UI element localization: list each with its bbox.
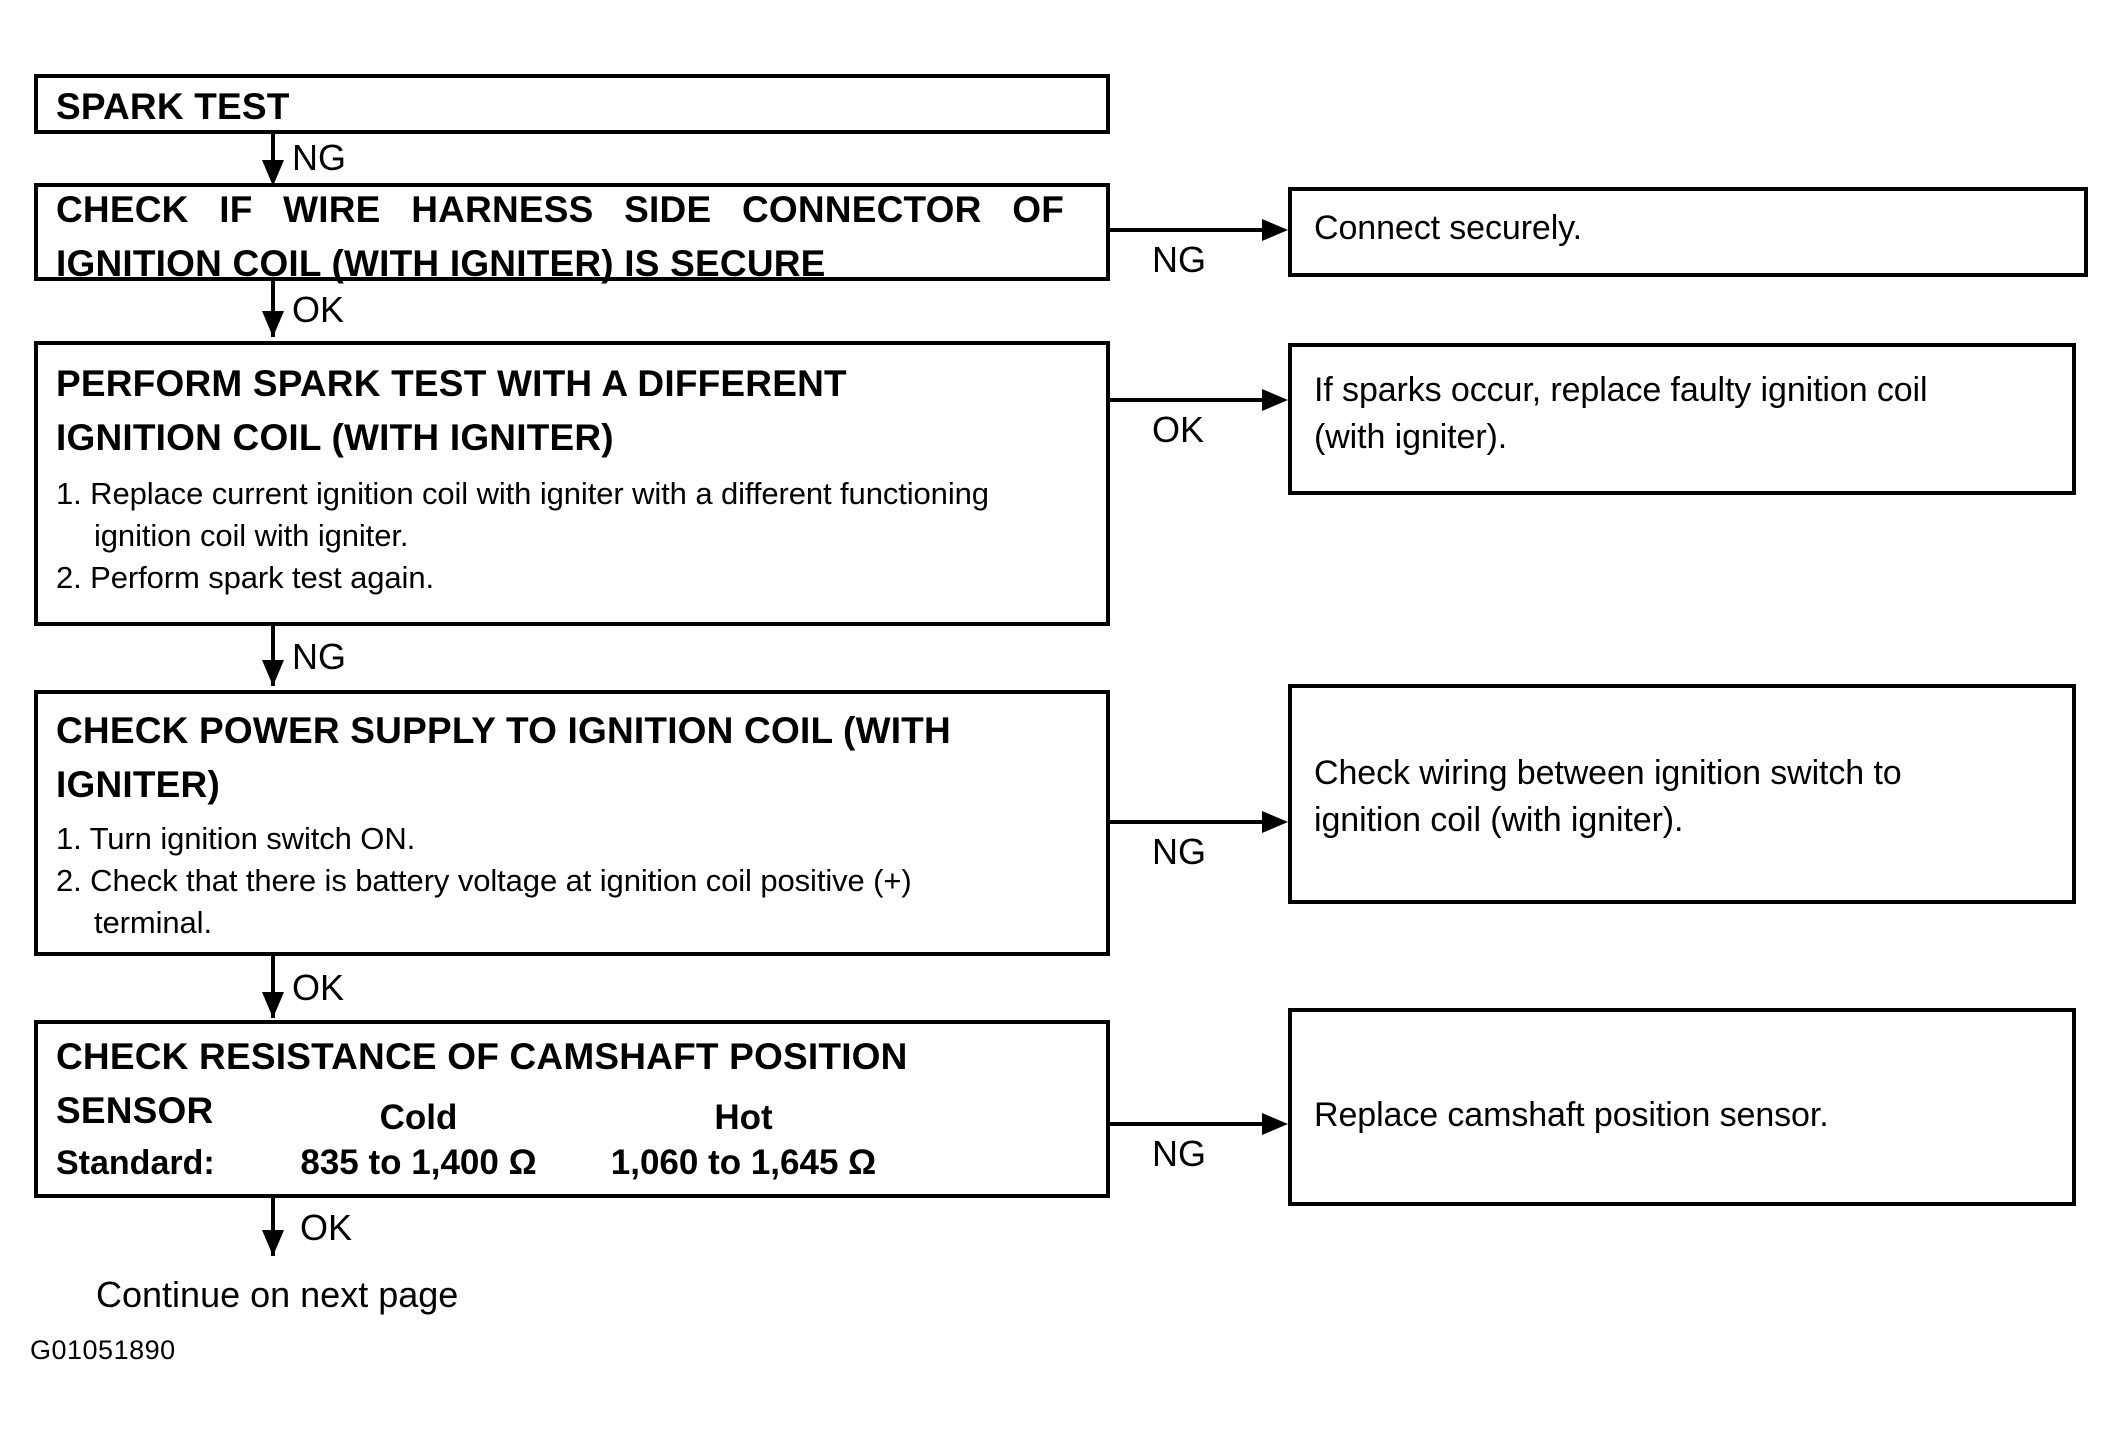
continue-on-next-page-label: Continue on next page — [96, 1274, 459, 1315]
outcome-replace-faulty-coil-line1: If sparks occur, replace faulty ignition… — [1314, 371, 1928, 409]
arrowhead-perform-to-power — [262, 660, 284, 686]
outcome-replace-sensor[interactable]: Replace camshaft position sensor. — [1288, 1008, 2076, 1206]
step-text: Turn ignition switch ON. — [89, 821, 416, 856]
step-text: Perform spark test again. — [90, 560, 434, 595]
outcome-replace-faulty-coil[interactable]: If sparks occur, replace faulty ignition… — [1288, 343, 2076, 495]
connector-power-to-resistance — [271, 956, 275, 1018]
step-text-continued: ignition coil with igniter. — [94, 518, 409, 553]
node-perform-spark-test-step-1: 1. Replace current ignition coil with ig… — [56, 473, 1096, 557]
connector-check-to-connect — [1110, 228, 1270, 232]
node-perform-spark-test-title-line2: IGNITION COIL (WITH IGNITER) — [56, 417, 614, 458]
node-spark-test[interactable]: SPARK TEST — [34, 74, 1110, 134]
node-perform-spark-test-step-2: 2. Perform spark test again. — [56, 557, 1096, 599]
resistance-value-hot: 1,060 to 1,645 Ω — [610, 1143, 877, 1182]
connector-check-to-perform — [271, 281, 275, 337]
resistance-value-row: Standard: 835 to 1,400 Ω 1,060 to 1,645 … — [56, 1140, 1098, 1186]
outcome-connect-securely-text: Connect securely. — [1314, 209, 1582, 247]
edge-label-check-to-perform: OK — [292, 289, 345, 330]
arrowhead-power-to-resistance — [262, 992, 284, 1018]
node-check-connector-title-line1: CHECK IF WIRE HARNESS SIDE CONNECTOR OF — [56, 189, 1064, 230]
node-perform-spark-test-title-line1: PERFORM SPARK TEST WITH A DIFFERENT — [56, 363, 847, 404]
node-perform-spark-test[interactable]: PERFORM SPARK TEST WITH A DIFFERENT IGNI… — [34, 341, 1110, 626]
resistance-standard-table: Cold Hot Standard: 835 to 1,400 Ω 1,060 … — [56, 1096, 1098, 1186]
outcome-check-wiring[interactable]: Check wiring between ignition switch to … — [1288, 684, 2076, 904]
node-check-connector[interactable]: CHECK IF WIRE HARNESS SIDE CONNECTOR OF … — [34, 183, 1110, 284]
connector-perform-to-power — [271, 626, 275, 686]
node-check-connector-title-line2: IGNITION COIL (WITH IGNITER) IS SECURE — [56, 243, 826, 284]
resistance-column-header-hot: Hot — [714, 1098, 773, 1137]
connector-spark-to-check — [271, 134, 275, 176]
arrowhead-check-to-perform — [262, 311, 284, 337]
resistance-value-cold: 835 to 1,400 Ω — [300, 1143, 537, 1182]
figure-id-label: G01051890 — [30, 1335, 176, 1365]
edge-label-resistance-to-continue: OK — [300, 1207, 353, 1248]
connector-resistance-to-continue — [271, 1198, 275, 1256]
arrowhead-power-to-wiring — [1262, 811, 1288, 833]
step-text: Replace current ignition coil with ignit… — [90, 476, 989, 511]
resistance-column-header-cold: Cold — [379, 1098, 458, 1137]
node-check-resistance-title-line1: CHECK RESISTANCE OF CAMSHAFT POSITION — [56, 1036, 908, 1077]
connector-power-to-wiring — [1110, 820, 1270, 824]
edge-label-check-to-connect: NG — [1152, 239, 1206, 280]
outcome-connect-securely[interactable]: Connect securely. — [1288, 187, 2088, 277]
step-number: 2. — [56, 560, 82, 595]
node-check-resistance[interactable]: CHECK RESISTANCE OF CAMSHAFT POSITION SE… — [34, 1020, 1110, 1198]
step-number: 1. — [56, 476, 82, 511]
edge-label-perform-to-power: NG — [292, 636, 346, 677]
outcome-replace-sensor-text: Replace camshaft position sensor. — [1314, 1096, 1829, 1134]
arrowhead-check-to-connect — [1262, 219, 1288, 241]
node-spark-test-title: SPARK TEST — [56, 86, 290, 127]
arrowhead-resistance-to-continue — [262, 1230, 284, 1256]
node-check-power-supply-step-1: 1. Turn ignition switch ON. — [56, 818, 1096, 860]
connector-perform-to-sparks — [1110, 398, 1270, 402]
outcome-check-wiring-line1: Check wiring between ignition switch to — [1314, 754, 1902, 792]
step-number: 1. — [56, 821, 82, 856]
arrowhead-perform-to-sparks — [1262, 389, 1288, 411]
node-check-power-supply-title-line1: CHECK POWER SUPPLY TO IGNITION COIL (WIT… — [56, 710, 951, 751]
node-check-power-supply-title-line2: IGNITER) — [56, 764, 220, 805]
node-check-resistance-title-line2: SENSOR — [56, 1090, 214, 1131]
edge-label-power-to-wiring: NG — [1152, 831, 1206, 872]
step-text-continued: terminal. — [94, 905, 212, 940]
edge-label-spark-to-check: NG — [292, 137, 346, 178]
resistance-standard-label: Standard: — [56, 1144, 215, 1182]
outcome-check-wiring-line2: ignition coil (with igniter). — [1314, 801, 1684, 839]
outcome-replace-faulty-coil-line2: (with igniter). — [1314, 418, 1508, 456]
resistance-header-row: Cold Hot — [56, 1096, 1098, 1140]
edge-label-power-to-resistance: OK — [292, 967, 345, 1008]
connector-resistance-to-replace — [1110, 1122, 1270, 1126]
arrowhead-spark-to-check — [262, 160, 284, 186]
step-text: Check that there is battery voltage at i… — [90, 863, 912, 898]
edge-label-perform-to-sparks: OK — [1152, 409, 1205, 450]
arrowhead-resistance-to-replace — [1262, 1113, 1288, 1135]
node-check-power-supply-step-2: 2. Check that there is battery voltage a… — [56, 860, 1096, 944]
edge-label-resistance-to-replace: NG — [1152, 1133, 1206, 1174]
step-number: 2. — [56, 863, 82, 898]
node-check-power-supply[interactable]: CHECK POWER SUPPLY TO IGNITION COIL (WIT… — [34, 690, 1110, 956]
